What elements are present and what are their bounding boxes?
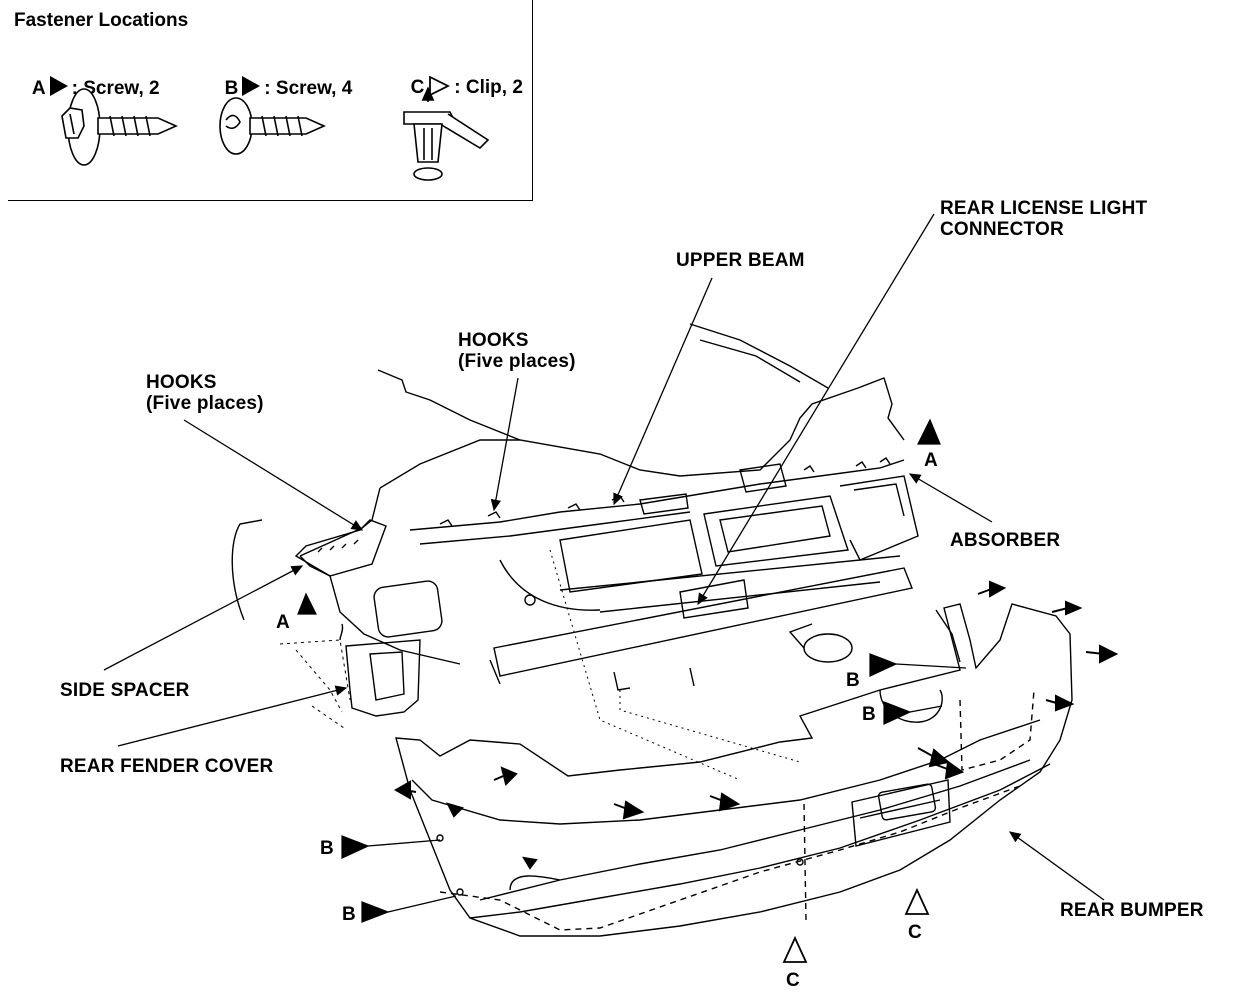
screw-a-drawing bbox=[61, 88, 178, 166]
legend-item-b: B : Screw, 4 bbox=[214, 54, 352, 100]
label-absorber: ABSORBER bbox=[950, 530, 1061, 551]
label-rear-license-light-connector: REAR LICENSE LIGHT CONNECTOR bbox=[940, 198, 1148, 240]
legend-key-a: A bbox=[31, 78, 46, 99]
marker-b-mid-1-triangle bbox=[869, 653, 898, 677]
open-triangle-icon bbox=[429, 75, 451, 97]
label-rear-fender-cover: REAR FENDER COVER bbox=[60, 756, 274, 777]
leader-b-mid-1 bbox=[895, 663, 967, 669]
legend-item-c: C : Clip, 2 bbox=[400, 54, 523, 99]
marker-b-left-1-triangle bbox=[341, 835, 370, 859]
removal-arrow bbox=[1085, 644, 1119, 664]
leader-rear-license-light-connector bbox=[697, 213, 935, 606]
screw-b-drawing bbox=[219, 97, 326, 155]
legend-text-b: : Screw, 4 bbox=[264, 78, 353, 99]
removal-arrow bbox=[393, 780, 417, 800]
leader-absorber bbox=[908, 473, 993, 523]
marker-b-mid-1-label: B bbox=[846, 670, 860, 691]
clip-markers bbox=[782, 887, 930, 963]
small-arrowhead bbox=[522, 856, 538, 870]
marker-a-left-label: A bbox=[276, 612, 290, 633]
marker-b-left-2-triangle bbox=[361, 901, 390, 923]
marker-a-right-triangle bbox=[917, 418, 941, 445]
removal-arrow bbox=[613, 800, 645, 820]
label-hooks-center: HOOKS (Five places) bbox=[458, 330, 576, 372]
legend-text-c: : Clip, 2 bbox=[454, 77, 523, 98]
solid-triangle-icon bbox=[242, 76, 261, 96]
legend-title: Fastener Locations bbox=[14, 10, 189, 31]
marker-a-right-label: A bbox=[924, 450, 938, 471]
removal-arrow bbox=[917, 747, 951, 768]
marker-c-1-label: C bbox=[786, 970, 800, 991]
leader-upper-beam bbox=[613, 277, 713, 506]
removal-arrow bbox=[1051, 600, 1083, 616]
removal-arrow bbox=[1045, 694, 1075, 712]
removal-arrows bbox=[393, 580, 1119, 870]
leader-b-left-2 bbox=[387, 895, 457, 913]
label-rear-bumper: REAR BUMPER bbox=[1060, 900, 1204, 921]
label-upper-beam: UPPER BEAM bbox=[676, 250, 805, 271]
legend-item-a: A : Screw, 2 bbox=[22, 54, 160, 100]
legend-text-a: : Screw, 2 bbox=[71, 78, 160, 99]
legend-key-c: C bbox=[410, 77, 425, 98]
marker-b-mid-2-label: B bbox=[862, 704, 876, 725]
marker-b-left-2-label: B bbox=[342, 904, 356, 925]
leader-side-spacer bbox=[103, 565, 304, 671]
leader-b-left-1 bbox=[367, 839, 441, 847]
marker-c-2-label: C bbox=[908, 922, 922, 943]
marker-a-left-triangle bbox=[297, 592, 317, 615]
solid-triangle-icon bbox=[49, 76, 68, 96]
rear-bumper-drawing bbox=[395, 549, 1073, 937]
leader-hooks-center bbox=[490, 377, 519, 512]
leader-hooks-left bbox=[183, 419, 364, 531]
marker-b-left-1-label: B bbox=[320, 838, 334, 859]
removal-arrow bbox=[493, 766, 518, 786]
leader-rear-bumper bbox=[1008, 831, 1105, 901]
label-side-spacer: SIDE SPACER bbox=[60, 680, 190, 701]
small-arrowhead bbox=[446, 802, 464, 818]
removal-arrow bbox=[933, 760, 965, 780]
marker-b-mid-2-triangle bbox=[883, 701, 912, 725]
fastener-legend bbox=[8, 0, 533, 201]
marker-c-2-triangle bbox=[904, 887, 930, 915]
removal-arrow bbox=[709, 792, 741, 812]
legend-key-b: B bbox=[224, 78, 239, 99]
leader-rear-fender-cover bbox=[117, 685, 348, 747]
marker-c-1-triangle bbox=[782, 935, 808, 963]
label-hooks-left: HOOKS (Five places) bbox=[146, 372, 264, 414]
car-body-rear bbox=[231, 323, 919, 717]
screw-markers bbox=[297, 418, 941, 923]
removal-arrow bbox=[977, 580, 1007, 598]
clip-c-drawing bbox=[403, 86, 490, 181]
alignment-lines bbox=[279, 639, 351, 729]
leader-lines bbox=[103, 213, 1105, 913]
leader-b-mid-2 bbox=[909, 705, 943, 713]
